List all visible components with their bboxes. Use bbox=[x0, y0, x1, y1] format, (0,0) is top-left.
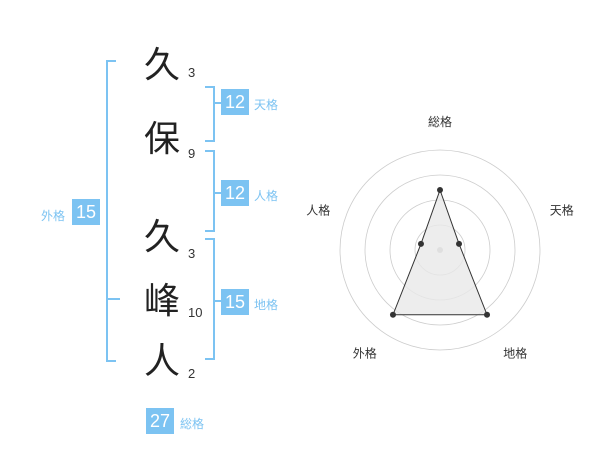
stroke-count-2: 9 bbox=[188, 146, 196, 161]
name-char-4: 峰 bbox=[143, 281, 180, 322]
radar-data-area bbox=[392, 188, 488, 316]
stroke-count-1: 3 bbox=[188, 65, 196, 80]
gaikaku-tick-mid bbox=[106, 298, 120, 300]
jinkaku-bracket bbox=[205, 150, 215, 232]
tenkaku-bracket bbox=[205, 86, 215, 142]
chikaku-tick bbox=[215, 300, 221, 302]
radar-point bbox=[417, 240, 424, 247]
name-char-3: 久 bbox=[143, 217, 180, 258]
stroke-count-3: 3 bbox=[188, 246, 196, 261]
gaikaku-bracket bbox=[106, 60, 116, 362]
radar-axis-label: 天格 bbox=[550, 202, 574, 217]
soukaku-label: 総格 bbox=[180, 417, 205, 431]
name-char-5: 人 bbox=[143, 341, 180, 382]
gaikaku-label: 外格 bbox=[41, 209, 66, 223]
tenkaku-label: 天格 bbox=[254, 98, 279, 112]
radar-point bbox=[437, 187, 443, 193]
radar-point bbox=[456, 240, 463, 247]
stroke-count-5: 2 bbox=[188, 366, 196, 381]
soukaku-value: 27 bbox=[146, 408, 175, 434]
radar-axis-label: 外格 bbox=[353, 346, 377, 361]
jinkaku-label: 人格 bbox=[254, 189, 279, 203]
name-char-2: 保 bbox=[143, 119, 180, 160]
gaikaku-value: 15 bbox=[72, 199, 101, 225]
radar-axis-label: 地格 bbox=[503, 346, 527, 361]
chikaku-label: 地格 bbox=[254, 298, 279, 312]
tenkaku-value: 12 bbox=[221, 89, 250, 115]
radar-axis-label: 総格 bbox=[428, 114, 452, 129]
name-char-1: 久 bbox=[143, 45, 180, 86]
chikaku-value: 15 bbox=[221, 289, 250, 315]
stroke-count-4: 10 bbox=[188, 305, 203, 320]
radar-ring bbox=[364, 174, 516, 326]
radar-point bbox=[484, 311, 491, 318]
jinkaku-tick bbox=[215, 192, 221, 194]
chikaku-bracket bbox=[205, 238, 215, 360]
radar-point bbox=[389, 311, 396, 318]
jinkaku-value: 12 bbox=[221, 180, 250, 206]
tenkaku-tick bbox=[215, 102, 221, 104]
radar-ring bbox=[339, 149, 541, 351]
radar-axis-label: 人格 bbox=[306, 202, 330, 217]
